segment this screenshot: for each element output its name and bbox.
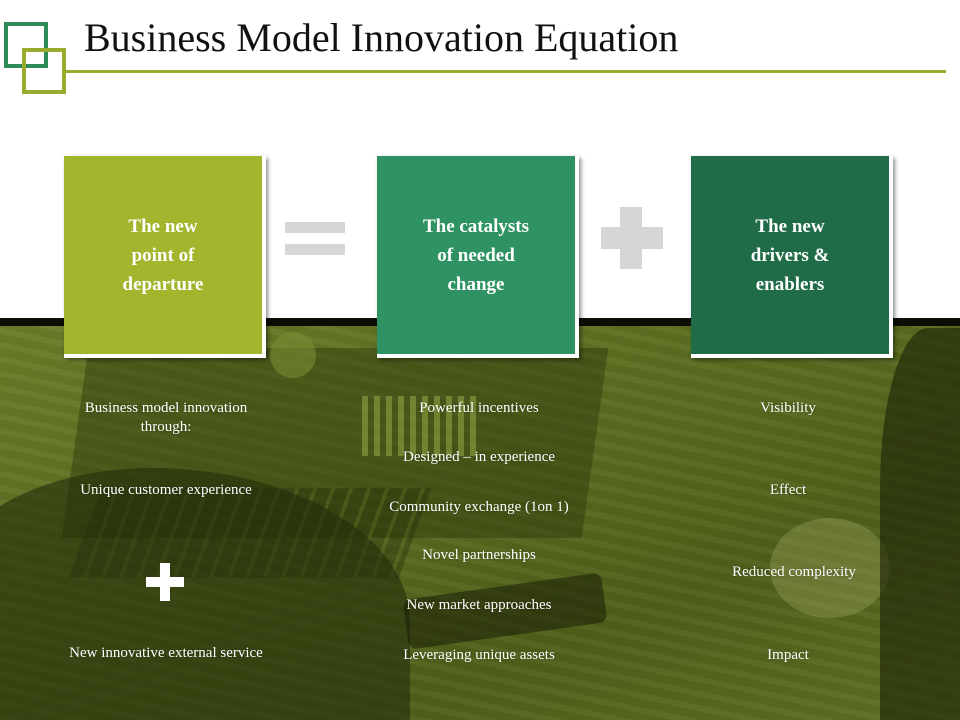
col2-item: Powerful incentives [419, 400, 539, 416]
title-underline [64, 70, 946, 73]
col1-item: Unique customer experience [80, 482, 252, 498]
card-label: The new point of departure [122, 215, 204, 295]
col3-item: Effect [769, 482, 807, 498]
col1-item: New innovative external service [69, 645, 263, 661]
col2-item: Community exchange (1on 1) [389, 499, 569, 515]
col2-item: Leveraging unique assets [403, 647, 555, 663]
card-label: The new drivers & enablers [750, 215, 830, 295]
col3-item: Reduced complexity [732, 564, 856, 580]
col2-item: Designed – in experience [402, 449, 556, 465]
screen-bar-chart [362, 396, 482, 456]
logo-square-green [4, 22, 48, 68]
screen-pie-chart [270, 332, 316, 378]
col2-item: Novel partnerships [422, 547, 536, 563]
col1-item: Business model innovation through: [84, 400, 248, 435]
hands-shape [770, 518, 890, 618]
person-right-shape [880, 328, 960, 720]
col2-item: New market approaches [406, 597, 552, 613]
col3-item: Visibility [760, 400, 816, 416]
background-photo [0, 318, 960, 720]
card-label: The catalysts of needed change [422, 215, 530, 295]
logo-square-olive [22, 48, 66, 94]
card-new-point-of-departure: The new point of departure [64, 156, 266, 358]
card-drivers-enablers: The new drivers & enablers [691, 156, 893, 358]
card-catalysts: The catalysts of needed change [377, 156, 579, 358]
col3-item: Impact [767, 647, 809, 663]
slide-title: Business Model Innovation Equation [84, 15, 679, 60]
